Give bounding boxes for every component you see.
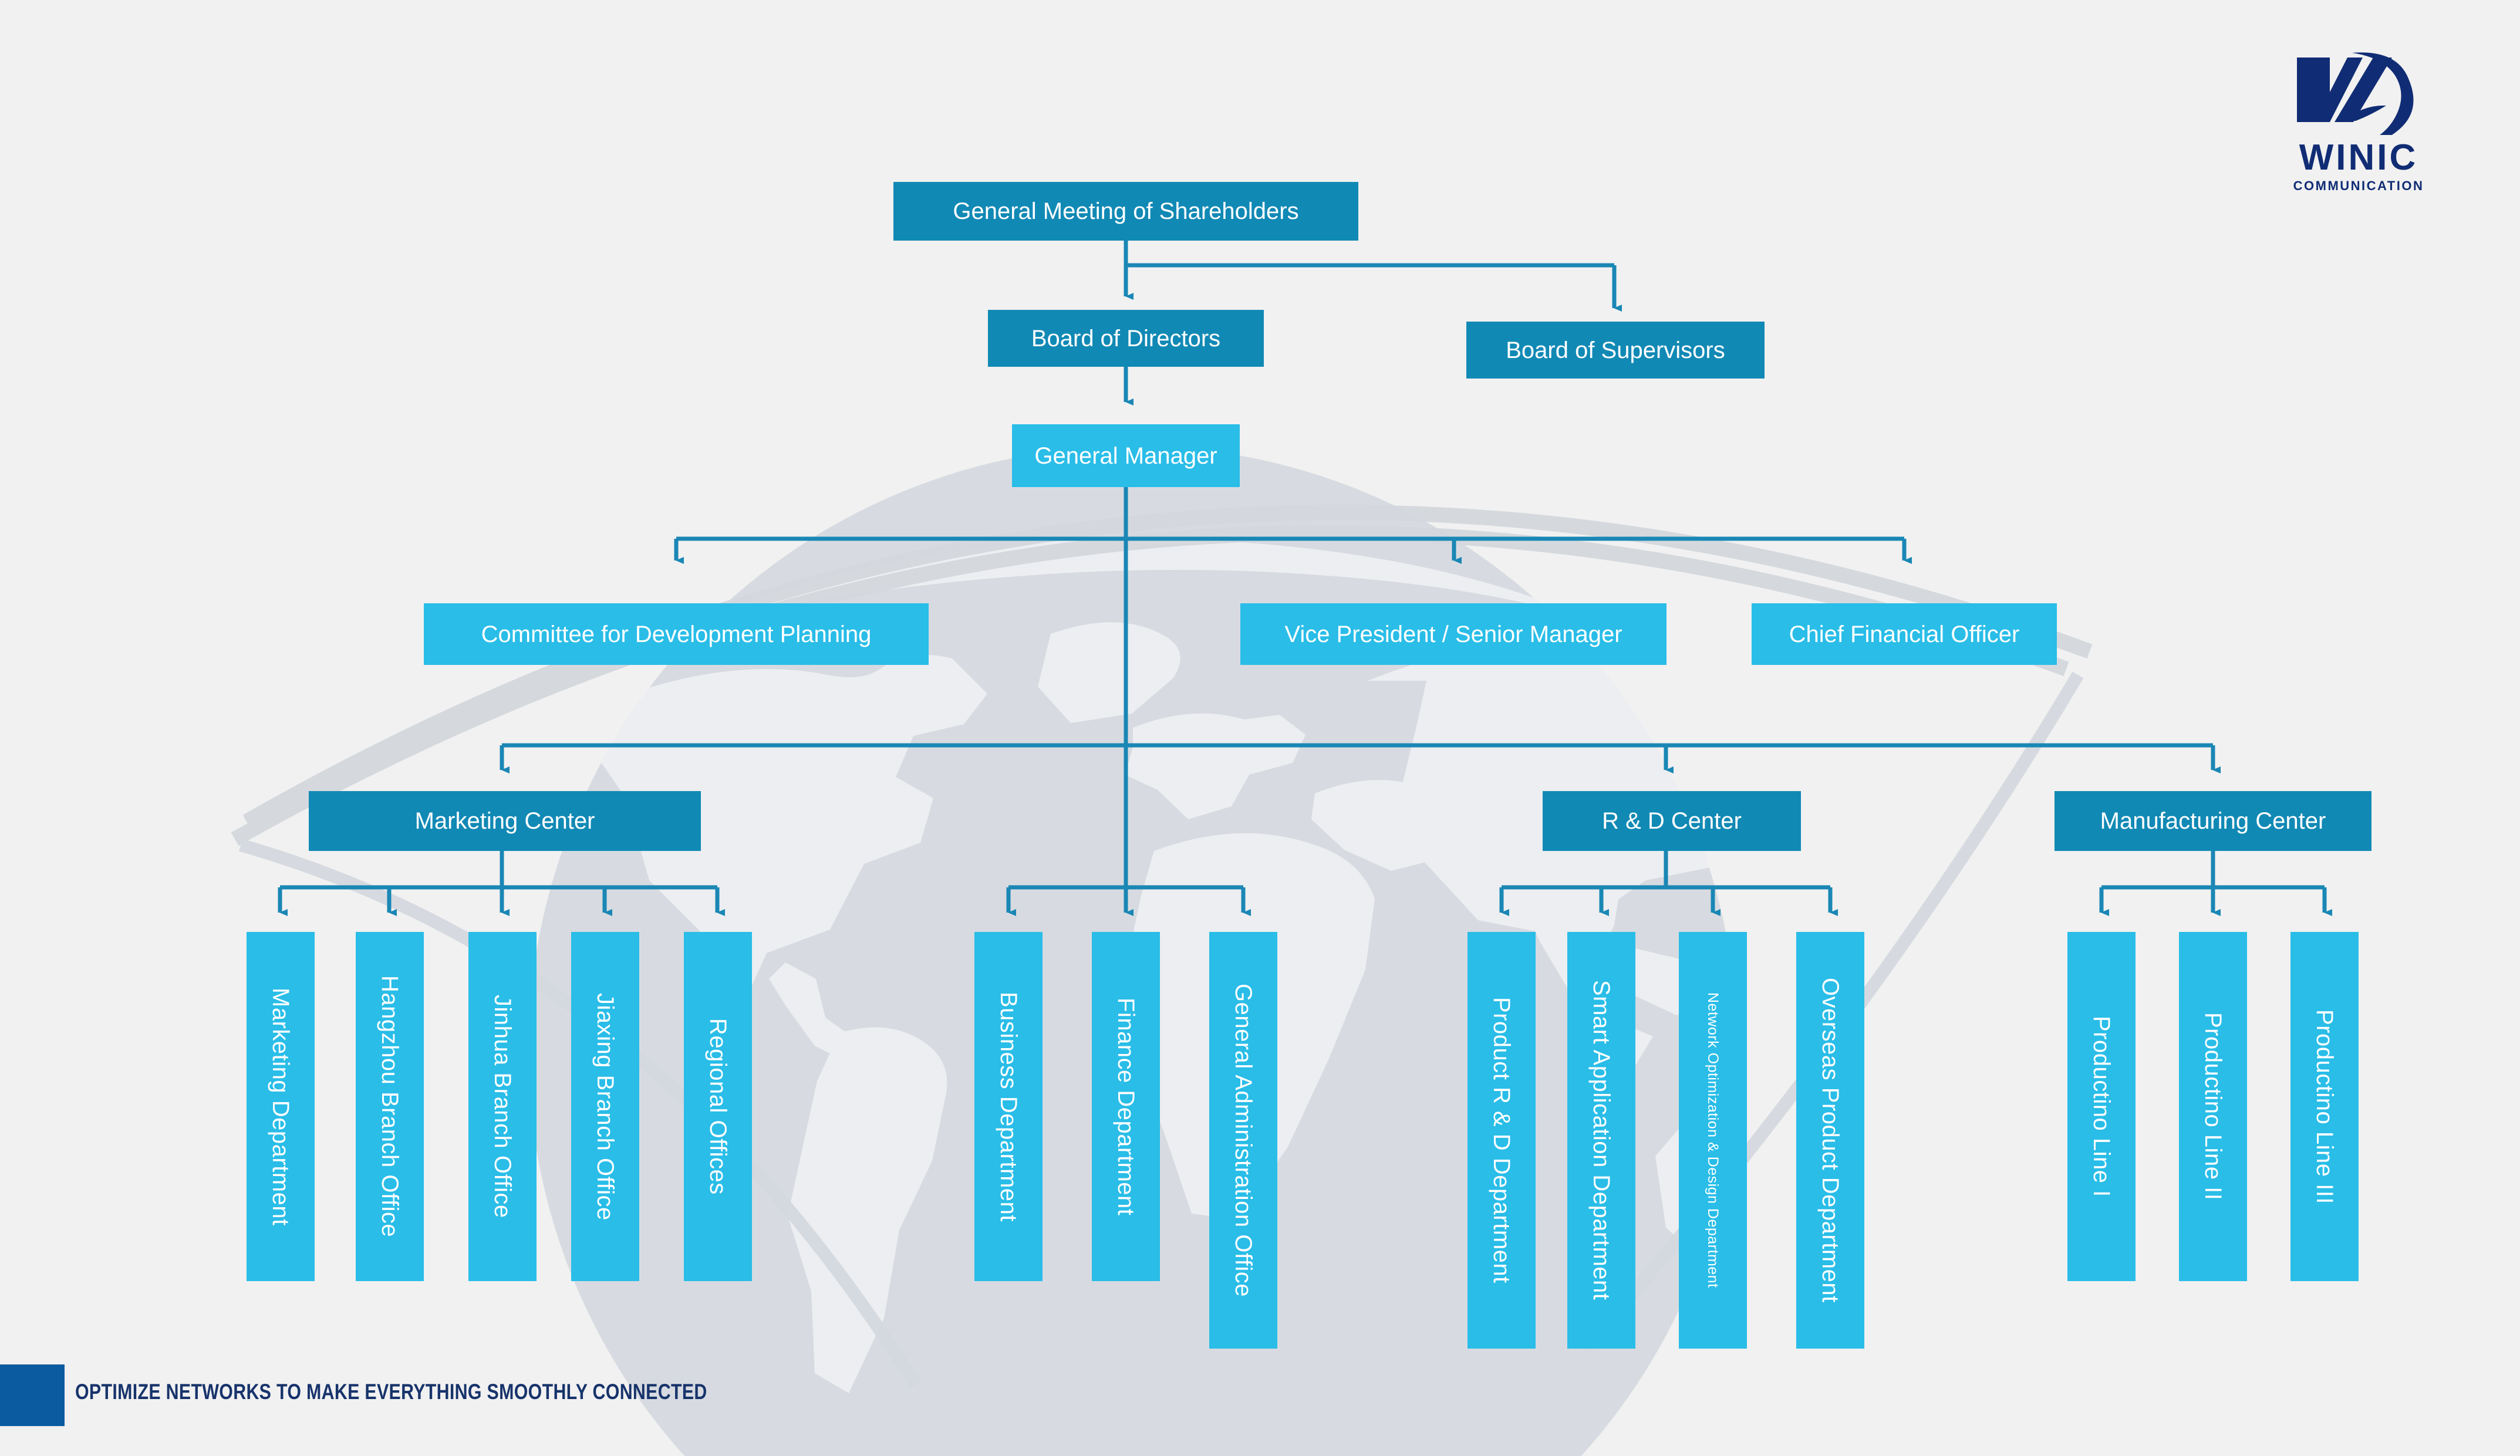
node-productino-line-2[interactable]: Productino Line II <box>2179 932 2247 1281</box>
node-manufacturing-center[interactable]: Manufacturing Center <box>2055 791 2371 851</box>
node-general-meeting-of-shareholders[interactable]: General Meeting of Shareholders <box>893 182 1358 241</box>
node-jinhua-branch-office[interactable]: Jinhua Branch Office <box>468 932 537 1281</box>
node-committee-for-development-planning[interactable]: Committee for Development Planning <box>424 603 929 665</box>
node-board-of-supervisors[interactable]: Board of Supervisors <box>1466 322 1765 379</box>
node-vice-president-senior-manager[interactable]: Vice President / Senior Manager <box>1240 603 1666 665</box>
node-productino-line-3[interactable]: Productino Line III <box>2290 932 2359 1281</box>
node-finance-department[interactable]: Finance Department <box>1092 932 1160 1281</box>
winic-wordmark: WINIC <box>2299 137 2418 178</box>
node-rd-center[interactable]: R & D Center <box>1543 791 1801 851</box>
node-business-department[interactable]: Business Department <box>974 932 1043 1281</box>
node-chief-financial-officer[interactable]: Chief Financial Officer <box>1752 603 2057 665</box>
node-network-optimization-design-department[interactable]: Network Optimization & Design Department <box>1679 932 1747 1349</box>
footer-accent-block <box>0 1364 65 1426</box>
node-general-manager[interactable]: General Manager <box>1012 424 1240 487</box>
winic-logo-mark <box>2297 52 2414 135</box>
node-marketing-center[interactable]: Marketing Center <box>309 791 701 851</box>
footer-tagline: OPTIMIZE NETWORKS TO MAKE EVERYTHING SMO… <box>75 1380 707 1404</box>
node-general-administration-office[interactable]: General Administration Office <box>1209 932 1277 1349</box>
node-jiaxing-branch-office[interactable]: Jiaxing Branch Office <box>571 932 639 1281</box>
node-marketing-department[interactable]: Marketing Department <box>247 932 315 1281</box>
winic-subtitle: COMMUNICATION <box>2293 178 2424 193</box>
node-board-of-directors[interactable]: Board of Directors <box>988 310 1264 367</box>
node-product-rd-department[interactable]: Product R & D Department <box>1468 932 1536 1349</box>
node-hangzhou-branch-office[interactable]: Hangzhou Branch Office <box>356 932 424 1281</box>
footer-bar: OPTIMIZE NETWORKS TO MAKE EVERYTHING SMO… <box>0 1350 2520 1456</box>
node-regional-offices[interactable]: Regional Offices <box>684 932 752 1281</box>
node-productino-line-1[interactable]: Productino Line I <box>2067 932 2136 1281</box>
node-smart-application-department[interactable]: Smart Application Department <box>1567 932 1635 1349</box>
winic-logo: WINIC COMMUNICATION <box>2273 47 2444 194</box>
node-overseas-product-department[interactable]: Overseas Product Department <box>1796 932 1864 1349</box>
